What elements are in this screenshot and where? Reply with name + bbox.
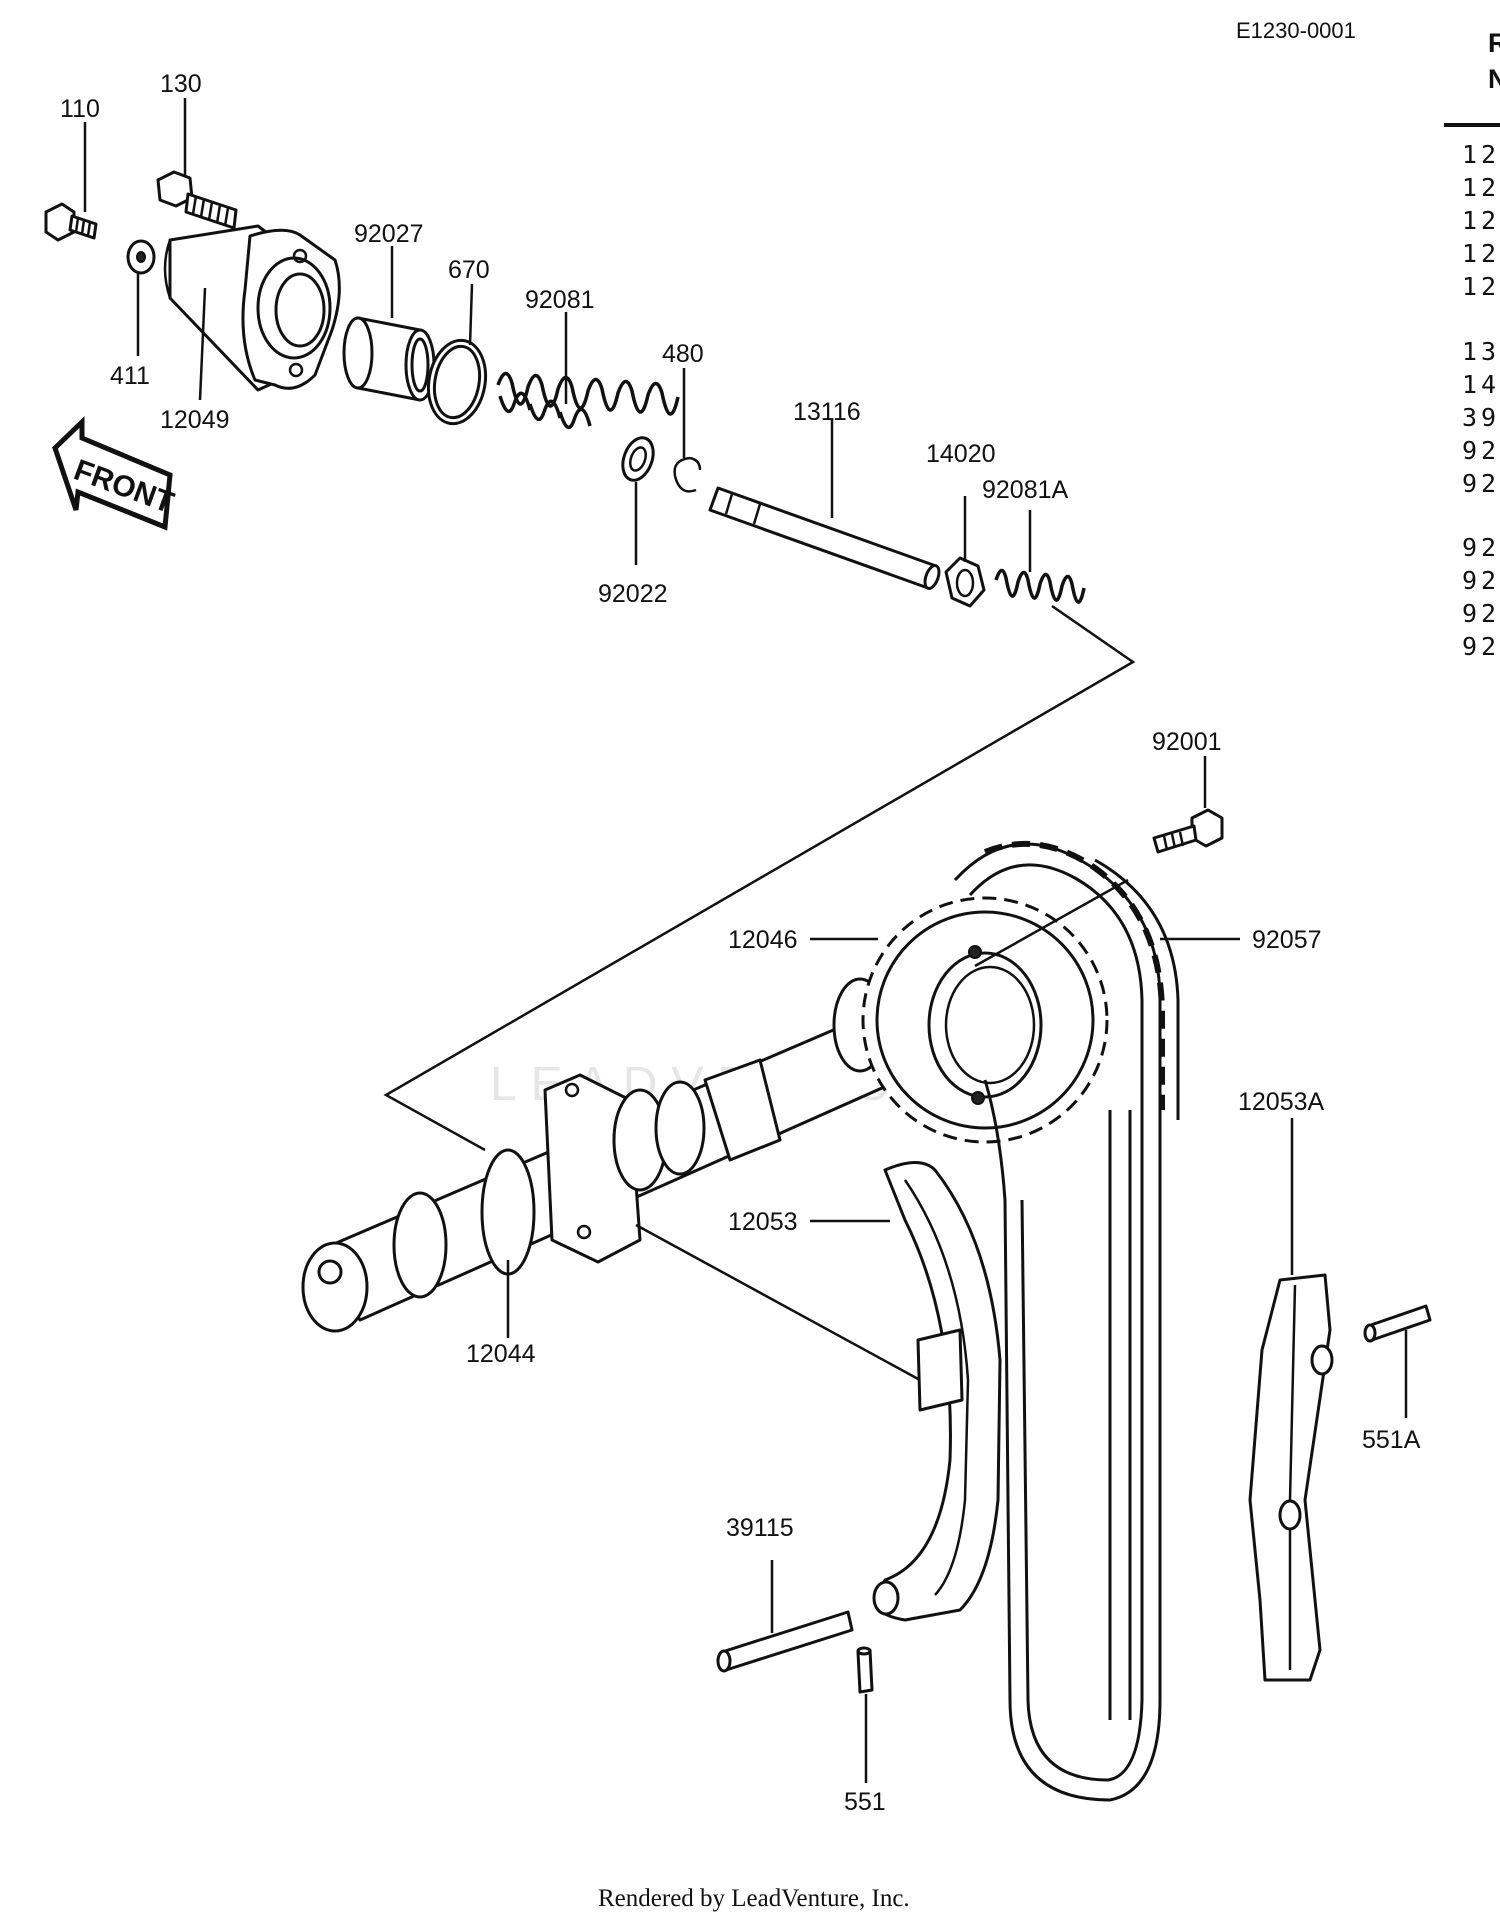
washer-92022-part	[621, 436, 655, 482]
column-row: 92	[1462, 469, 1500, 498]
camshaft-12044-part	[301, 977, 902, 1333]
column-row: 92	[1462, 632, 1500, 661]
callout-12053: 12053	[728, 1208, 798, 1236]
callout-13116: 13116	[793, 398, 861, 426]
bolt-110-part	[44, 202, 98, 242]
rod-13116-part	[708, 486, 941, 590]
column-row: 13	[1462, 337, 1500, 366]
callout-39115: 39115	[726, 1514, 794, 1542]
column-header-line-1: R	[1488, 28, 1500, 58]
column-row: 92	[1462, 436, 1500, 465]
callout-130: 130	[160, 70, 202, 98]
cup-92027-part	[342, 316, 436, 402]
callout-12044: 12044	[466, 1340, 536, 1368]
column-row: 39	[1462, 403, 1500, 432]
column-row: 92	[1462, 533, 1500, 562]
callout-92057: 92057	[1252, 926, 1322, 954]
parts-list-column: R N 12 12 12 12 12 13 14 39 92 92 92 92 …	[1444, 28, 1500, 661]
chain-92057-part	[953, 841, 1180, 1802]
bolt-130-part	[156, 170, 238, 230]
circlip-480-part	[673, 456, 702, 493]
sprocket-12046-part	[861, 896, 1109, 1144]
callout-480: 480	[662, 340, 704, 368]
column-row: 12	[1462, 173, 1500, 202]
column-row: 12	[1462, 140, 1500, 169]
pin-551A-part	[1363, 1304, 1432, 1343]
dowel-551-part	[856, 1646, 874, 1694]
callout-110: 110	[60, 95, 100, 123]
callout-92022: 92022	[598, 580, 668, 608]
chain-guide-12053A-part	[1248, 1273, 1334, 1682]
column-header-line-2: N	[1488, 64, 1500, 94]
column-row: 92	[1462, 566, 1500, 595]
callout-411: 411	[110, 362, 150, 390]
spring-92081A-part	[994, 568, 1086, 604]
column-row: 14	[1462, 370, 1500, 399]
spring-92081-part	[496, 371, 680, 430]
column-row: 12	[1462, 239, 1500, 268]
callout-92001: 92001	[1152, 728, 1222, 756]
tensioner-body-12049-part	[163, 224, 341, 392]
callout-12046: 12046	[728, 926, 798, 954]
column-row: 12	[1462, 272, 1500, 301]
callout-92081: 92081	[525, 286, 595, 314]
bolt-92001-part	[1152, 808, 1224, 854]
footer-credit: Rendered by LeadVenture, Inc.	[598, 1885, 910, 1912]
chain-guide-12053-part	[872, 1161, 1002, 1622]
washer-411-part	[126, 239, 156, 275]
callout-551: 551	[844, 1788, 886, 1816]
o-ring-670-part	[426, 338, 488, 426]
pin-39115-part	[716, 1610, 854, 1673]
callout-12053A: 12053A	[1238, 1088, 1325, 1116]
callout-551A: 551A	[1362, 1426, 1421, 1454]
callout-labels: 110 130 411 12049 92027 670 92081 480 92…	[60, 70, 1421, 1816]
callout-12049: 12049	[160, 406, 230, 434]
callout-670: 670	[448, 256, 490, 284]
nut-14020-part	[944, 556, 986, 608]
diagram-reference-code: E1230-0001	[1236, 18, 1356, 43]
callout-14020: 14020	[926, 440, 996, 468]
front-direction-arrow: FRONT	[52, 416, 178, 531]
leader-lines	[83, 98, 1408, 1783]
callout-92027: 92027	[354, 220, 424, 248]
column-row: 92	[1462, 599, 1500, 628]
column-row: 12	[1462, 206, 1500, 235]
callout-92081A: 92081A	[982, 476, 1069, 504]
